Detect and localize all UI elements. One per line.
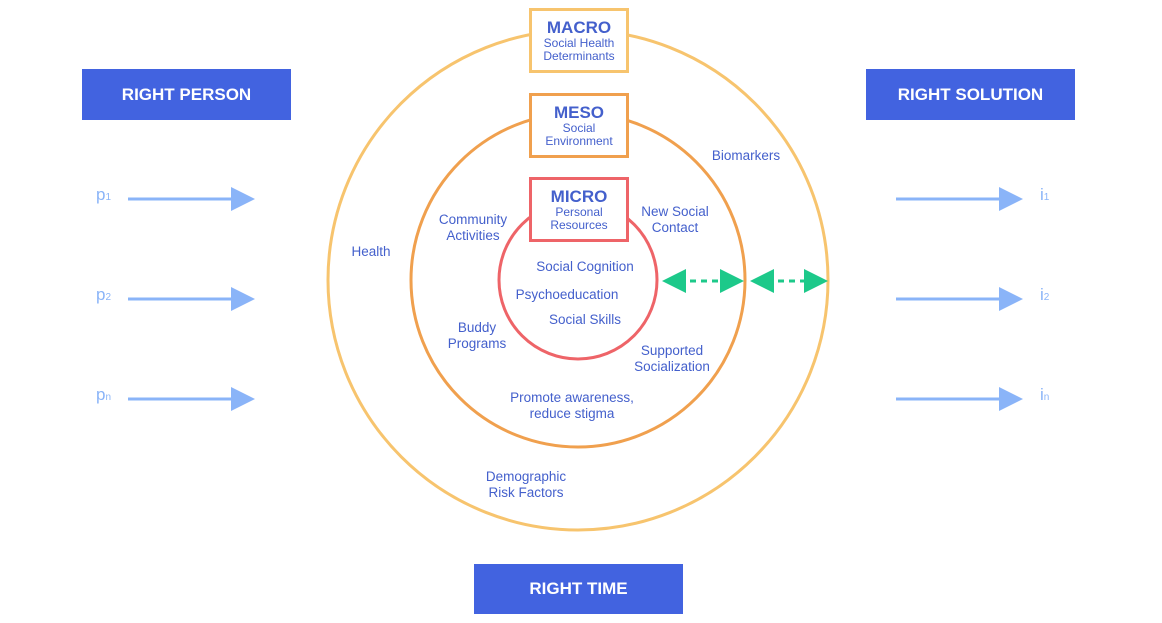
meso-subtitle-2: Environment [545,133,613,148]
micro-title: MICRO [550,186,608,206]
label-psychoeducation: Psychoeducation [515,287,619,302]
meso-title: MESO [553,102,605,122]
macro-box: MACRO Social Health Determinants [529,8,629,73]
solution-i2: i2 [1040,285,1050,304]
micro-subtitle-1: Personal [555,204,603,219]
right-person-header: RIGHT PERSON [82,69,291,120]
solution-in: in [1040,385,1050,404]
meso-box: MESO Social Environment [529,93,629,158]
person-p2: p2 [96,285,112,304]
label-health: Health [351,244,391,259]
person-p1: p1 [96,185,112,204]
right-time-header: RIGHT TIME [474,564,683,614]
person-pn: pn [96,385,112,404]
label-promote-awareness: Promote awareness,reduce stigma [510,390,634,421]
label-social-skills: Social Skills [548,312,622,327]
macro-subtitle-1: Social Health [543,35,615,50]
micro-box: MICRO Personal Resources [529,177,629,242]
micro-subtitle-2: Resources [550,217,608,232]
macro-subtitle-2: Determinants [543,48,615,63]
meso-subtitle-1: Social [562,120,596,135]
macro-title: MACRO [546,17,612,37]
solution-i1: i1 [1040,185,1050,204]
label-social-cognition: Social Cognition [536,259,634,274]
right-solution-header: RIGHT SOLUTION [866,69,1075,120]
label-biomarkers: Biomarkers [711,148,781,163]
